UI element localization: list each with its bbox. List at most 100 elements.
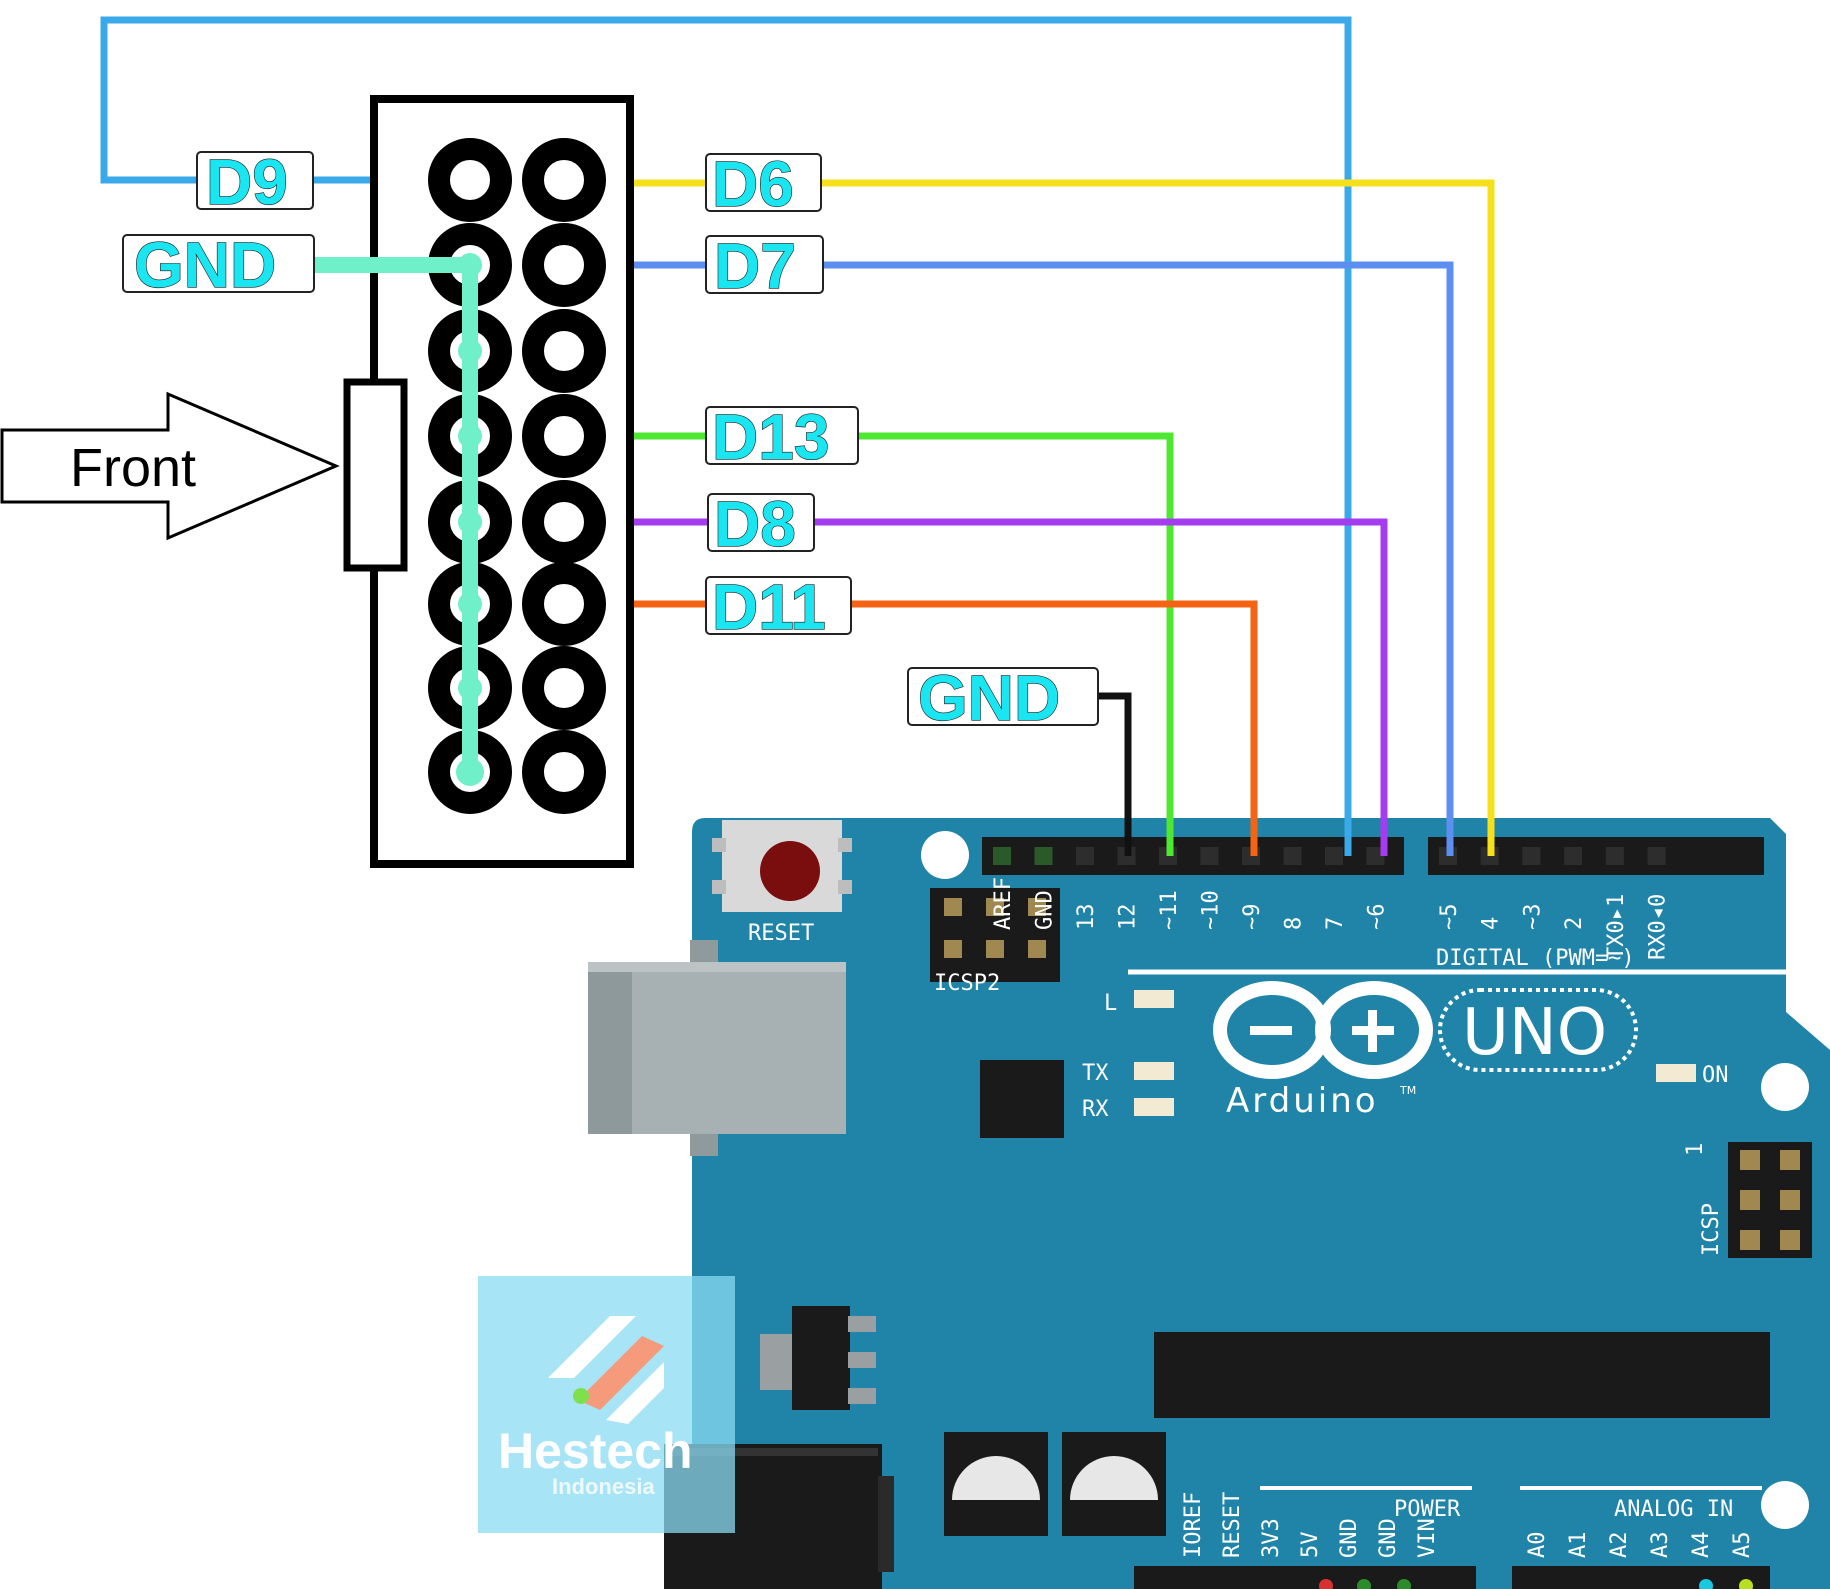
pin-tip [559, 431, 569, 441]
header-pin-label: GND [1033, 890, 1058, 930]
icsp-header [1728, 1142, 1812, 1258]
mount-hole [921, 831, 969, 879]
gnd-bus-dot [458, 510, 482, 534]
icsp2-label: ICSP2 [934, 971, 1000, 996]
gnd-bus-dot [458, 424, 482, 448]
pin-tip [465, 175, 475, 185]
wire-d7 [564, 261, 1454, 856]
header-pin-label: 2 [1562, 917, 1587, 930]
power-pin-pad [1357, 1579, 1371, 1589]
gnd-bus [310, 253, 484, 786]
header-pin-pad [1076, 847, 1094, 865]
model-label: UNO [1462, 996, 1607, 1070]
header-pin-pad [1522, 847, 1541, 865]
header-pin-label: ~3 [1520, 904, 1545, 931]
analog-pin-label: A1 [1566, 1532, 1591, 1559]
connector-pin [522, 138, 606, 222]
analog-pin-label: A3 [1648, 1532, 1673, 1559]
led-on-label: ON [1702, 1063, 1729, 1088]
mount-hole [1761, 1063, 1809, 1111]
led-rx-label: RX [1082, 1097, 1109, 1122]
header-pin-label: ~6 [1365, 904, 1390, 931]
connector-pin [522, 480, 606, 564]
connector-pin [522, 223, 606, 307]
header-pin-pad [1283, 847, 1302, 865]
led-tx-label: TX [1082, 1061, 1109, 1086]
wire-d6 [564, 179, 1495, 856]
hestech-watermark: Hestech Indonesia [478, 1276, 735, 1533]
label-d8: D8 [707, 487, 815, 561]
header-pin-pad [1605, 847, 1624, 865]
header-pin-pad [1325, 847, 1343, 865]
capacitor [944, 1432, 1048, 1536]
svg-text:D8: D8 [714, 488, 796, 560]
voltage-regulator [760, 1306, 876, 1410]
label-gnd-header: GND [122, 228, 315, 302]
icsp-label: ICSP [1699, 1203, 1724, 1256]
arduino-logo [1213, 981, 1433, 1079]
gnd-bus-dot [456, 758, 484, 786]
analog-pin-pad [1739, 1579, 1753, 1589]
header-pin-label: ~10 [1199, 890, 1224, 930]
power-pin-label: 5V [1298, 1532, 1323, 1559]
svg-text:D9: D9 [206, 146, 288, 218]
reset-button[interactable] [712, 820, 852, 912]
wire-d8 [564, 518, 1388, 856]
power-pin-label: VIN [1415, 1518, 1440, 1558]
connector-key [343, 378, 408, 572]
header-pin-label: ~5 [1437, 904, 1462, 931]
mount-hole [1761, 1481, 1809, 1529]
analog-header [1512, 1566, 1770, 1589]
digital-title: DIGITAL (PWM=~) [1436, 946, 1635, 971]
icsp-pin1-label: 1 [1683, 1143, 1708, 1156]
svg-text:D7: D7 [714, 230, 796, 302]
svg-text:D11: D11 [712, 571, 826, 643]
analog-pin-label: A5 [1730, 1532, 1755, 1559]
digital-header-right [1428, 837, 1764, 875]
gnd-bus-dot [458, 592, 482, 616]
brand-label: Arduino [1226, 1081, 1379, 1121]
connector-pin [522, 562, 606, 646]
analog-pin-pad [1699, 1579, 1713, 1589]
power-pin-pad [1319, 1579, 1333, 1589]
power-title: POWER [1394, 1497, 1461, 1522]
wire-gnd-board [1096, 692, 1132, 856]
connector-pin [428, 138, 512, 222]
header-pin-label: ~11 [1157, 890, 1182, 930]
label-d13: D13 [705, 400, 859, 474]
capacitor [1062, 1432, 1166, 1536]
connector-pin [522, 646, 606, 730]
gnd-bus-dot [458, 676, 482, 700]
watermark-name: Hestech [498, 1423, 693, 1479]
analog-pin-label: A2 [1607, 1532, 1632, 1559]
microcontroller [1154, 1332, 1770, 1418]
gnd-bus-dot [458, 339, 482, 363]
front-arrow: Front [0, 391, 340, 541]
label-d7: D7 [705, 229, 824, 303]
wire-d13 [564, 432, 1174, 856]
watermark-sub: Indonesia [552, 1474, 655, 1499]
icsp2-header [930, 888, 1060, 982]
header-pin-pad [1366, 847, 1385, 865]
led-rx [1134, 1098, 1174, 1116]
power-pin-label: 3V3 [1259, 1518, 1284, 1558]
header-pin-label: ~9 [1240, 904, 1265, 931]
label-gnd-board: GND [907, 661, 1099, 735]
connector-pin [522, 309, 606, 393]
analog-title: ANALOG IN [1614, 1497, 1733, 1522]
led-tx [1134, 1062, 1174, 1080]
power-pin-label: RESET [1220, 1492, 1245, 1558]
usb-connector [588, 940, 846, 1156]
pin-tip [559, 260, 569, 270]
header-pin-label: AREF [991, 877, 1016, 930]
header-pin-pad [1034, 847, 1053, 865]
pin-tip [559, 517, 569, 527]
front-label: Front [70, 438, 196, 498]
connector-pin [522, 394, 606, 478]
header-pin-label: 7 [1323, 917, 1348, 930]
header-pin-pad [993, 847, 1011, 865]
header-pin-label: 8 [1282, 917, 1307, 930]
idc-connector [343, 95, 634, 868]
led-l-label: L [1104, 991, 1117, 1016]
